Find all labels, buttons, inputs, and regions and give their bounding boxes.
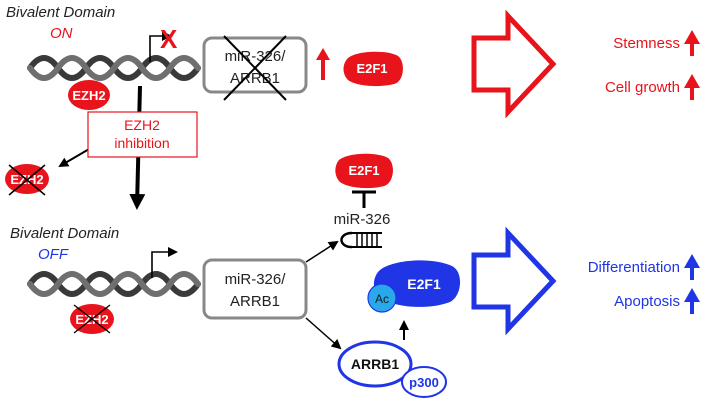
outcome-on-item-2: Cell growth — [605, 79, 680, 96]
acetyl-label: Ac — [375, 292, 389, 306]
inhibition-bar-icon — [352, 190, 376, 208]
dna-helix-on — [27, 55, 201, 81]
gene-box-on-line2: ARRB1 — [230, 70, 280, 87]
ezh2-inhibition-line2: inhibition — [114, 135, 169, 151]
gene-box-cross-2 — [223, 35, 287, 101]
dna-strand-b — [27, 55, 201, 81]
gene-box-off-line2: ARRB1 — [230, 293, 280, 310]
gene-box-on — [202, 36, 308, 94]
dna-strand-d — [27, 271, 201, 297]
outcome-off-item-1: Differentiation — [588, 259, 680, 276]
ezh2-bound — [68, 80, 110, 110]
acetyl-badge — [367, 283, 397, 313]
mirna-hairpin-icon — [340, 231, 382, 249]
outcome-on-item-1: Stemness — [613, 35, 680, 52]
e2f1-top-blob — [343, 51, 403, 87]
outcome-arrow-off — [471, 226, 557, 336]
outcomes-on-list: Stemness Cell growth — [605, 30, 700, 100]
up-arrow-icon — [684, 74, 700, 100]
bottom-state-label: OFF — [38, 246, 69, 263]
transcription-start-arrow-off — [151, 247, 178, 278]
dna-helix-off — [27, 271, 201, 297]
up-arrow-icon — [684, 30, 700, 56]
bottom-section: Bivalent Domain OFF EZH2 miR-326/ ARRB1 … — [10, 153, 461, 398]
ezh2-released-cross-2 — [8, 164, 46, 196]
ezh2-crossed-line-2 — [73, 304, 111, 334]
ezh2-inhibition-line1: EZH2 — [124, 117, 160, 133]
gene-box-off-line1: miR-326/ — [225, 271, 287, 288]
e2f1-mid-blob — [335, 153, 393, 189]
outcome-arrow-on — [471, 9, 557, 119]
e2f1-mid-label: E2F1 — [348, 163, 379, 178]
e2f1-up-arrow — [316, 48, 330, 80]
arrb1-label: ARRB1 — [351, 356, 399, 372]
blocked-x-mark: X — [160, 24, 178, 54]
outcome-off-item-2: Apoptosis — [614, 293, 680, 310]
top-state-title: Bivalent Domain — [6, 4, 115, 21]
transcription-start-arrow-on — [149, 31, 172, 62]
outcomes-off-list: Differentiation Apoptosis — [588, 254, 700, 314]
e2f1-blue-label: E2F1 — [407, 276, 441, 292]
inhibition-step: EZH2 inhibition EZH2 — [5, 85, 198, 210]
gene-box-off — [202, 258, 308, 320]
arrow-to-mirna — [305, 240, 339, 263]
ezh2-inhibition-box — [87, 111, 198, 158]
e2f1-top-label: E2F1 — [356, 61, 387, 76]
ezh2-bound-label: EZH2 — [72, 88, 105, 103]
gene-box-on-line1: miR-326/ — [225, 48, 287, 65]
p300-node — [401, 366, 447, 398]
bottom-state-title: Bivalent Domain — [10, 225, 119, 242]
top-section: Bivalent Domain ON X miR-326/ ARRB1 EZH2… — [6, 4, 403, 110]
up-arrow-icon — [684, 254, 700, 280]
up-arrow-icon — [684, 288, 700, 314]
top-state-label: ON — [50, 25, 73, 42]
mirna-label: miR-326 — [334, 211, 391, 228]
p300-label: p300 — [409, 375, 439, 390]
arrow-to-arrb1 — [305, 317, 342, 350]
arrb1-node — [337, 340, 413, 388]
